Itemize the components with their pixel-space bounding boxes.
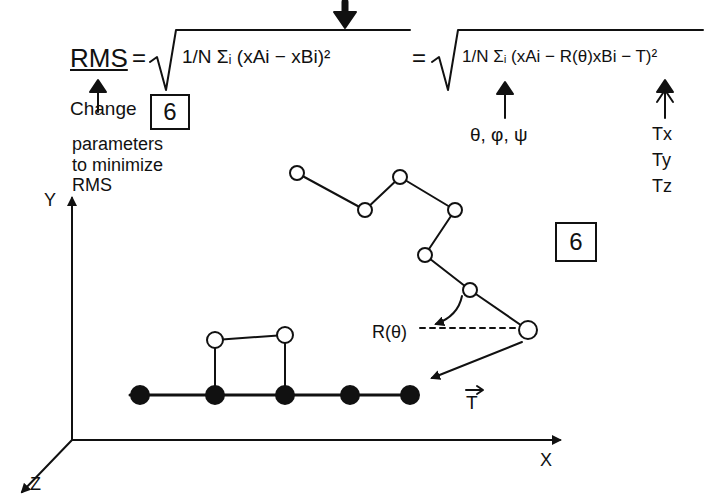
handwritten-label: Change [70, 98, 137, 120]
handwritten-label: Z [30, 474, 41, 495]
handwritten-label: 1/N Σᵢ (xAi − xBi)² [182, 46, 330, 68]
handwritten-label: = [132, 44, 146, 72]
handwritten-label: Tz [652, 176, 672, 197]
handwritten-label: X [540, 450, 552, 471]
handwritten-label: θ, φ, ψ [470, 124, 528, 146]
boxed-number: 6 [555, 222, 597, 262]
handwritten-label: 1/N Σᵢ (xAi − R(θ)xBi − T)² [462, 47, 657, 67]
handwritten-label: parameters to minimize RMS [72, 134, 172, 196]
handwritten-label: = [412, 44, 426, 72]
handwritten-label: RMS [70, 44, 128, 74]
box-text: 6 [163, 98, 176, 126]
handwritten-label: T [466, 392, 478, 414]
handwritten-label: Y [44, 190, 56, 211]
box-text: 6 [569, 228, 582, 256]
handwritten-label: R(θ) [372, 322, 407, 343]
handwritten-label: Ty [652, 150, 671, 171]
handwritten-label: Tx [652, 124, 672, 145]
boxed-number: 6 [150, 94, 190, 130]
